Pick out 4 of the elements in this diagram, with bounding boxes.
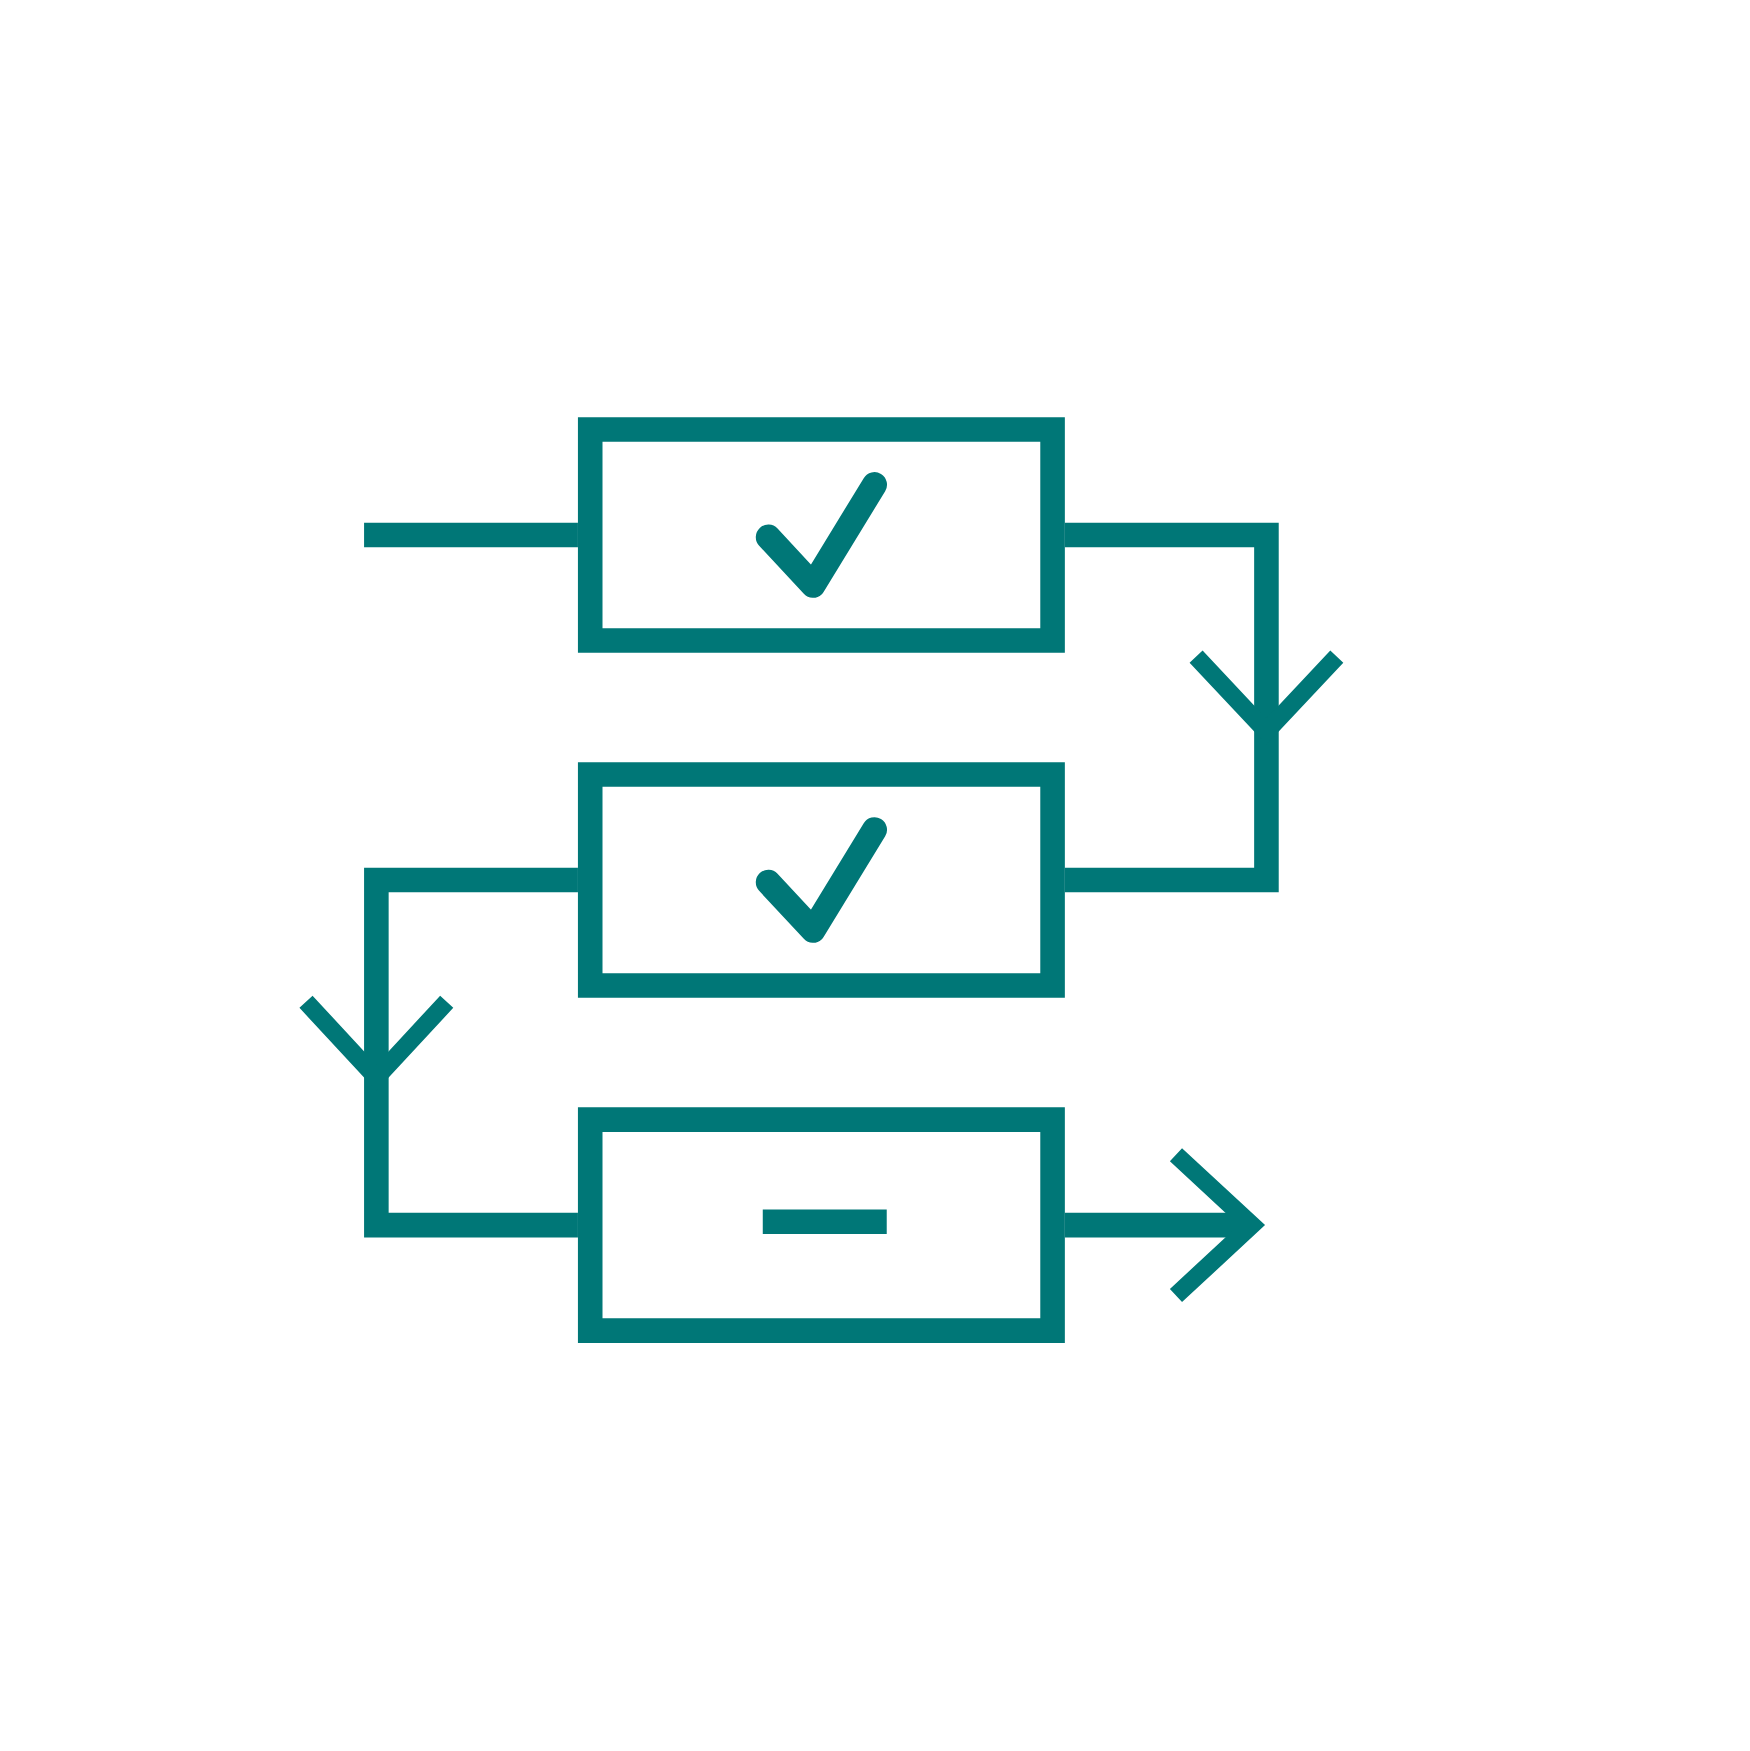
process-box [577,762,1065,998]
process-box [577,1107,1065,1343]
process-box [577,417,1065,653]
connector-line [364,522,578,548]
